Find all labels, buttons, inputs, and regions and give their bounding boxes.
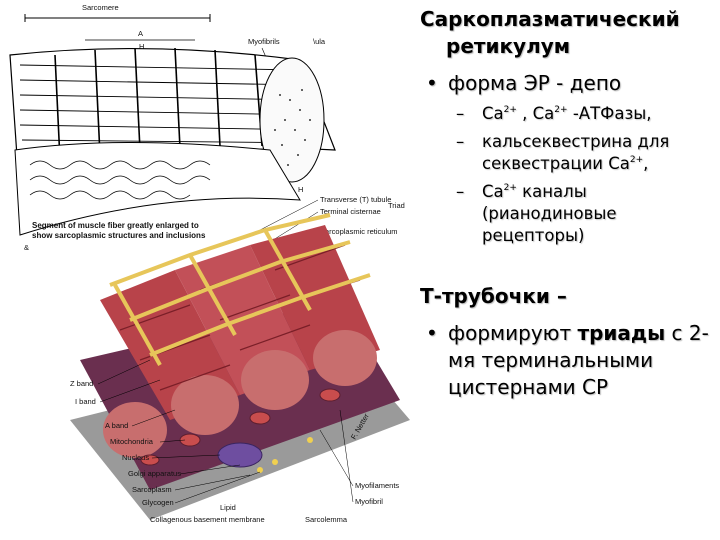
text-column: Саркоплазматический ретикулум • форма ЭР… <box>420 6 718 401</box>
label-sarcomere: Sarcomere <box>82 3 119 12</box>
sub-bullet-ca-channels: – Са2+ каналы (рианодиновые рецепторы) <box>420 181 718 247</box>
sub1-part-a: Са <box>482 104 504 123</box>
sub1-part-c: -АТФазы, <box>567 104 652 123</box>
dash-marker: – <box>456 182 465 201</box>
label-triad: Triad <box>388 201 405 210</box>
dash-marker: – <box>456 132 465 151</box>
label-t-tubule: Transverse (T) tubule <box>320 195 391 204</box>
heading-line-1: Саркоплазматический <box>420 7 680 31</box>
sub3-part-b: каналы (рианодиновые рецепторы) <box>482 182 617 245</box>
label-lipid: Lipid <box>220 503 236 512</box>
label-h-zone: H <box>139 42 144 51</box>
sub3-part-a: Са <box>482 182 504 201</box>
bullet-triads: • формируют триады с 2-мя терминальными … <box>420 320 718 401</box>
label-sarcoplasm: Sarcoplasm <box>132 485 172 494</box>
label-sarcoplasmic-reticulum: Sarcoplasmic reticulum <box>320 227 398 236</box>
sub1-sup-2: 2+ <box>554 105 568 115</box>
label-glycogen: Glycogen <box>142 498 174 507</box>
label-myofibrils: Myofibrils <box>248 37 280 46</box>
sub2-part-a: кальсеквестрина для секвестрации Са <box>482 132 670 173</box>
spacer <box>420 247 718 283</box>
bullet2-part-a: формируют <box>448 321 578 345</box>
bullet2-bold: триады <box>577 321 666 345</box>
heading-t-tubules: Т-трубочки – <box>420 283 718 310</box>
label-a-band-bottom: A band <box>105 421 128 430</box>
dash-marker: – <box>456 104 465 123</box>
bullet-er-depot: • форма ЭР - депо <box>420 70 718 97</box>
sub-bullet-atpase: – Са2+ , Са2+ -АТФазы, <box>420 103 718 125</box>
sub1-part-b: , Са <box>516 104 555 123</box>
label-a-band: A <box>138 29 143 38</box>
muscle-fiber-line-drawing: Sarcomere A H Z M Myofibrils \ula <box>0 0 345 270</box>
sub3-sup: 2+ <box>503 183 517 193</box>
caption-ampersand: & <box>24 243 29 252</box>
label-nucleus: Nucleus <box>122 453 149 462</box>
bullet-marker: • <box>426 71 438 95</box>
label-mitochondria: Mitochondria <box>110 437 154 446</box>
label-sarcolemma: Sarcolemma <box>305 515 348 524</box>
sub-bullet-calsequestrin: – кальсеквестрина для секвестрации Са2+, <box>420 131 718 175</box>
label-right-edge: \ula <box>313 37 326 46</box>
label-golgi: Golgi apparatus <box>128 469 181 478</box>
caption-line-1: Segment of muscle fiber greatly enlarged… <box>32 221 199 230</box>
label-basement-membrane: Collagenous basement membrane <box>150 515 265 524</box>
sub2-part-b: , <box>643 154 649 173</box>
muscle-fiber-colored-diagram: Transverse (T) tubule Terminal cisternae… <box>70 195 410 524</box>
bullet-text: форма ЭР - депо <box>448 71 622 95</box>
label-i-band: I band <box>75 397 96 406</box>
bullet2-part-b: с 2-мя терминальными цистернами СР <box>448 321 709 399</box>
label-terminal-cisternae: Terminal cisternae <box>320 207 381 216</box>
sub2-sup: 2+ <box>629 155 644 165</box>
label-myofilaments: Myofilaments <box>355 481 399 490</box>
heading-t-tubules-text: Т-трубочки – <box>420 284 567 308</box>
sub1-sup-1: 2+ <box>503 105 517 115</box>
label-z-band: Z band <box>70 379 93 388</box>
caption-line-2: show sarcoplasmic structures and inclusi… <box>32 231 206 240</box>
heading-line-2: ретикулум <box>446 34 571 58</box>
label-myofibril: Myofibril <box>355 497 383 506</box>
bullet-marker: • <box>426 321 438 345</box>
label-h-lower: H <box>298 185 303 194</box>
heading-sarcoplasmic-reticulum: Саркоплазматический ретикулум <box>420 6 718 60</box>
